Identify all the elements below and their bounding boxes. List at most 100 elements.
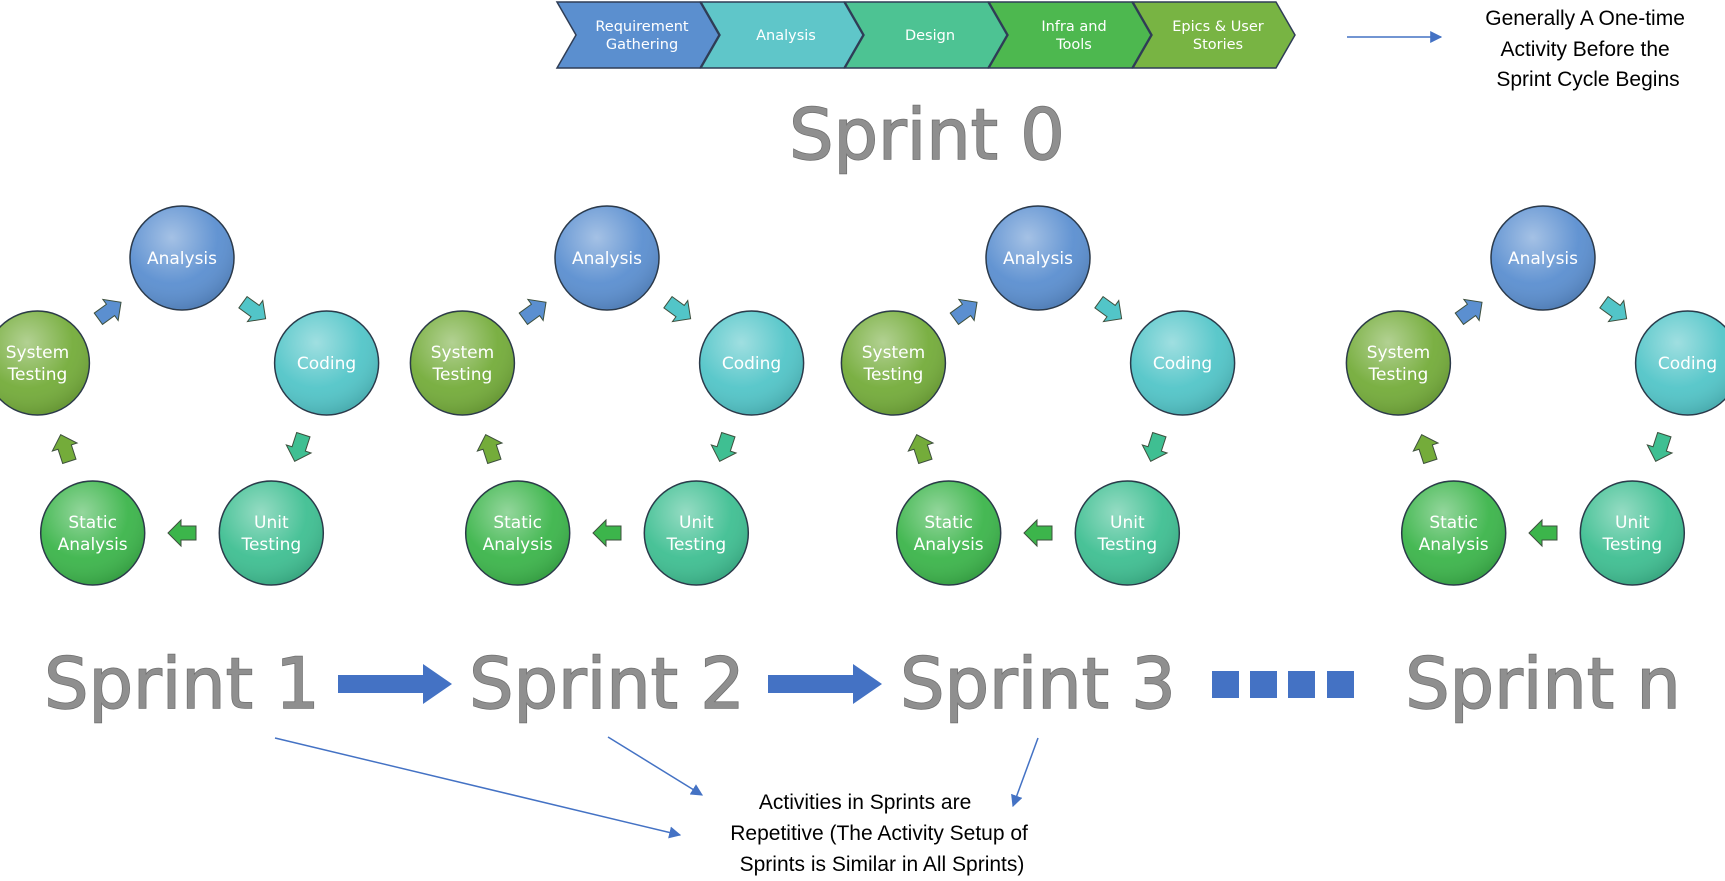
cycle-arrow-shape (476, 434, 504, 465)
activity-circle-gloss (700, 312, 803, 414)
label-line: Testing (1601, 535, 1662, 555)
cycle-arrow-shape (1094, 295, 1123, 323)
note-connector-sprint3 (1011, 737, 1039, 808)
sprints-repetitive-note: Activities in Sprints are Repetitive (Th… (730, 791, 1033, 876)
activity-label: Analysis (1003, 249, 1073, 269)
activity-circle-gloss (897, 482, 1000, 584)
cycle-arrow (518, 298, 547, 326)
activity-label: Coding (1153, 354, 1212, 374)
activity-circle-gloss (41, 482, 144, 584)
activity-circle-gloss (275, 312, 378, 414)
activity-circle-gloss (1492, 207, 1594, 309)
label-line: Analysis (914, 535, 984, 555)
sprint-2-to-3-arrow (768, 664, 882, 704)
label-line: Coding (722, 354, 781, 374)
activity-label: Analysis (572, 249, 642, 269)
cycle-arrow (1412, 434, 1440, 465)
activity-circle-gloss (842, 312, 945, 414)
sprint0-note-line: Generally A One-time (1485, 7, 1685, 30)
cycle-arrow (710, 431, 738, 462)
sprint0-step-label: Analysis (756, 28, 816, 44)
activity-label: Coding (722, 354, 781, 374)
activity-circle-gloss (220, 482, 323, 584)
activity-analysis: Analysis (1490, 205, 1596, 311)
label-line: Requirement (595, 19, 689, 35)
cycle-arrow (1646, 431, 1674, 462)
cycle-arrow (949, 298, 978, 326)
label-line: Unit (254, 513, 289, 533)
activity-label: Coding (297, 354, 356, 374)
sprint-title-3: Sprint 3 (900, 643, 1176, 725)
activity-circle-gloss (1131, 312, 1234, 414)
label-line: Infra and (1041, 19, 1106, 35)
continuation-square (1288, 671, 1315, 698)
cycle-arrow-shape (663, 295, 692, 323)
bottom-note-line: Repetitive (The Activity Setup of (730, 822, 1028, 845)
cycle-arrow-shape (167, 518, 197, 548)
label-line: Tools (1055, 37, 1092, 53)
label-line: Unit (1615, 513, 1650, 533)
cycle-arrow-shape (1599, 295, 1628, 323)
activity-circle-gloss (411, 312, 514, 414)
chevron-shape (555, 1, 720, 69)
cycle-arrow (1141, 431, 1169, 462)
activity-coding: Coding (273, 310, 380, 416)
label-line: Testing (7, 365, 68, 385)
label-line: Testing (1096, 535, 1157, 555)
label-line: Gathering (606, 37, 678, 53)
label-line: Testing (432, 365, 493, 385)
sprint-title-2: Sprint 2 (469, 643, 745, 725)
sprint0-title: Sprint 0 (789, 94, 1065, 176)
continuation-square (1212, 671, 1239, 698)
label-line: Analysis (483, 535, 553, 555)
activity-label: Coding (1658, 354, 1717, 374)
label-line: Testing (240, 535, 301, 555)
activity-analysis: Analysis (129, 205, 235, 311)
label-line: Unit (1110, 513, 1145, 533)
bottom-note-line: Activities in Sprints are (759, 791, 971, 814)
activity-analysis: Analysis (985, 205, 1091, 311)
activity-circle-gloss (1076, 482, 1179, 584)
cycle-arrow-shape (93, 298, 122, 326)
label-line: Testing (665, 535, 726, 555)
cycle-arrow-shape (592, 518, 622, 548)
sprint0-note-line: Sprint Cycle Begins (1496, 68, 1679, 91)
label-line: System (6, 343, 69, 363)
sprint-title-n: Sprint n (1405, 643, 1681, 725)
label-line: Coding (1658, 354, 1717, 374)
cycle-arrow-shape (907, 434, 935, 465)
sprint0-note-line: Activity Before the (1500, 38, 1669, 61)
activity-circle-gloss (466, 482, 569, 584)
cycle-arrow-shape (285, 431, 313, 462)
cycle-arrow (907, 434, 935, 465)
cycle-arrow-shape (1528, 518, 1558, 548)
cycle-arrow-shape (51, 434, 79, 465)
label-line: Analysis (572, 249, 642, 269)
note-connector-sprint2 (607, 736, 704, 796)
label-line: Unit (679, 513, 714, 533)
label-line: System (1367, 343, 1430, 363)
sprint0-note: Generally A One-time Activity Before the… (1485, 7, 1690, 91)
cycle-arrow (1599, 295, 1628, 323)
activity-circle-gloss (1581, 482, 1684, 584)
label-line: Design (905, 28, 955, 44)
